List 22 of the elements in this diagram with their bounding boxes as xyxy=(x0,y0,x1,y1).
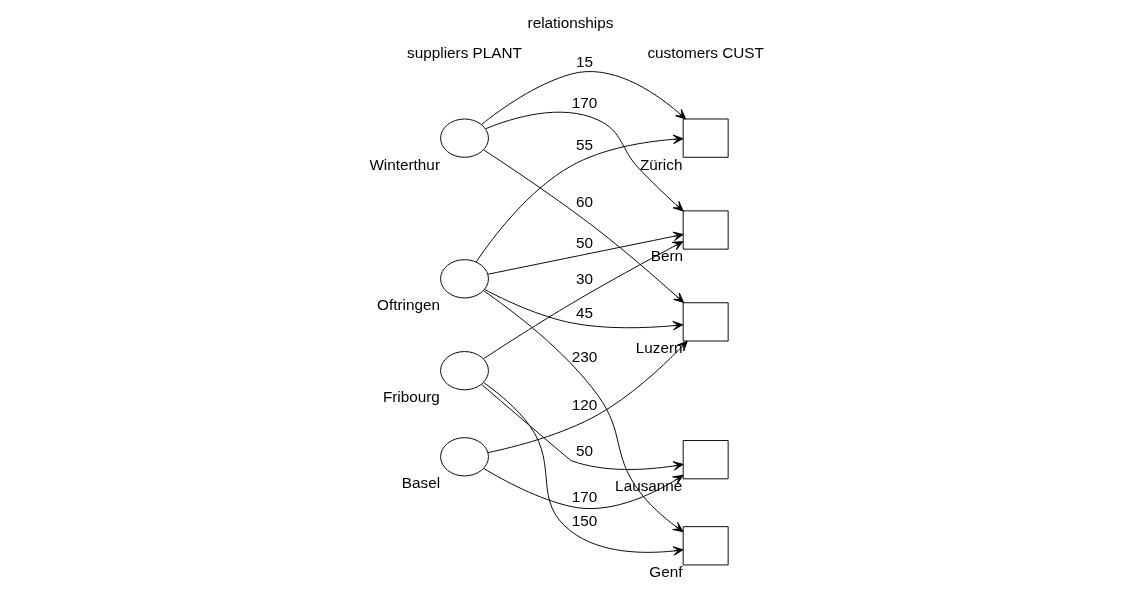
edge-label: 30 xyxy=(576,270,594,288)
edge-label: 60 xyxy=(576,192,594,210)
edge-label: 170 xyxy=(571,94,598,112)
label: customers CUST xyxy=(647,43,764,61)
node-label: Bern xyxy=(650,247,684,265)
edge-label: 15 xyxy=(576,53,594,71)
node-label: Fribourg xyxy=(382,388,440,406)
edge-label: 55 xyxy=(576,136,594,154)
node-label: Zürich xyxy=(639,155,683,173)
edge-label: 45 xyxy=(576,303,594,321)
node-label: Oftringen xyxy=(377,296,440,314)
edge-label: 120 xyxy=(571,395,598,413)
label: suppliers PLANT xyxy=(407,43,522,61)
node-label: Basel xyxy=(401,474,441,492)
edge-label: 50 xyxy=(576,234,594,252)
node-label: Genf xyxy=(649,563,683,581)
diagram-title: relationships xyxy=(527,13,614,31)
edge-label: 50 xyxy=(576,441,594,459)
edge-label: 170 xyxy=(571,487,598,505)
edge-label: 230 xyxy=(571,347,598,365)
edge-label: 150 xyxy=(571,512,598,530)
node-label: Winterthur xyxy=(369,155,440,173)
